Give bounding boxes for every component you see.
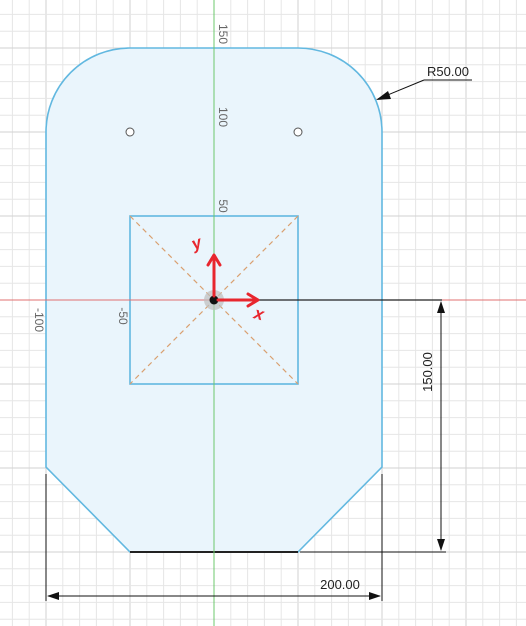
tick-label-minus-100: -100	[32, 308, 46, 332]
width-dimension[interactable]: 200.00	[45, 474, 383, 601]
height-arrow-top	[437, 301, 445, 313]
radius-dimension-label[interactable]: R50.00	[427, 64, 469, 79]
origin-point[interactable]	[209, 295, 219, 305]
radius-arrowhead	[376, 91, 391, 100]
triad-x-arrowhead	[246, 292, 260, 308]
height-dimension[interactable]: 150.00	[300, 301, 446, 553]
triad-y-arrowhead	[206, 253, 222, 267]
height-arrow-bottom	[437, 539, 445, 551]
tick-label-50: 50	[216, 199, 230, 213]
height-dimension-label[interactable]: 150.00	[420, 352, 435, 392]
width-arrow-left	[47, 592, 59, 600]
hole-marker-right[interactable]	[293, 127, 303, 137]
tick-label-100: 100	[216, 107, 230, 127]
tick-label-150: 150	[216, 24, 230, 44]
hole-marker-left[interactable]	[125, 127, 135, 137]
tick-label-minus-50: -50	[116, 307, 130, 325]
radius-dimension[interactable]: R50.00	[376, 64, 472, 100]
width-arrow-right	[369, 592, 381, 600]
width-dimension-label[interactable]: 200.00	[320, 577, 360, 592]
